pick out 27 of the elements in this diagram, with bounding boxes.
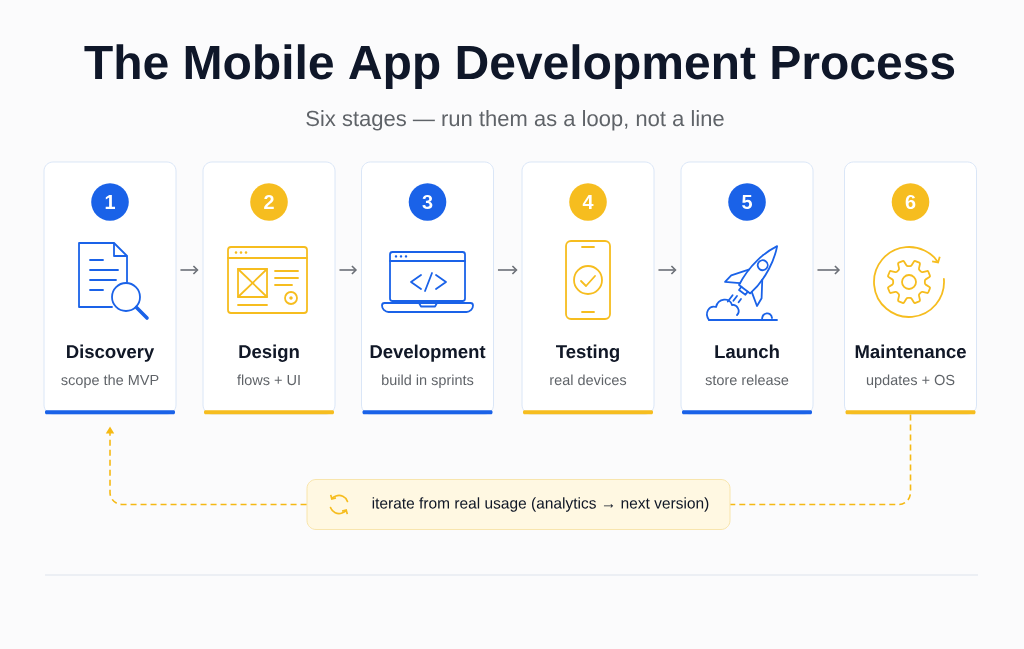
- note-box: iterate from real usage (analytics → next version): [306, 479, 731, 530]
- dashed-connector-line: [729, 413, 912, 506]
- number-badge: 5: [728, 183, 766, 221]
- number-badge: 3: [408, 183, 447, 221]
- stage-subtitle: build in sprints: [382, 374, 474, 388]
- arrow: [338, 265, 358, 275]
- subtitle: Six stages — run them as a loop, not a line: [306, 110, 724, 131]
- number-badge: 4: [569, 183, 607, 221]
- stage-title: Design: [239, 344, 299, 362]
- number-badge: 6: [891, 183, 930, 221]
- stage-title: Maintenance: [855, 344, 966, 359]
- arrow: [497, 265, 518, 275]
- stage-title: Testing: [556, 344, 619, 362]
- arrow: [179, 265, 199, 275]
- number-badge: 1: [91, 183, 129, 221]
- stage-title: Launch: [715, 344, 779, 359]
- arrow: [657, 265, 677, 275]
- stage-subtitle: store release: [705, 374, 789, 386]
- title: The Mobile App Development Process: [84, 44, 955, 89]
- stage-title: Discovery: [67, 344, 155, 362]
- stage-subtitle: updates + OS: [866, 374, 955, 388]
- stage-subtitle: flows + UI: [237, 374, 300, 386]
- stage-title: Development: [370, 344, 486, 362]
- arrow: [816, 265, 841, 275]
- stage-subtitle: real devices: [550, 374, 627, 386]
- stage-subtitle: scope the MVP: [61, 374, 159, 388]
- number-badge: 2: [250, 183, 288, 221]
